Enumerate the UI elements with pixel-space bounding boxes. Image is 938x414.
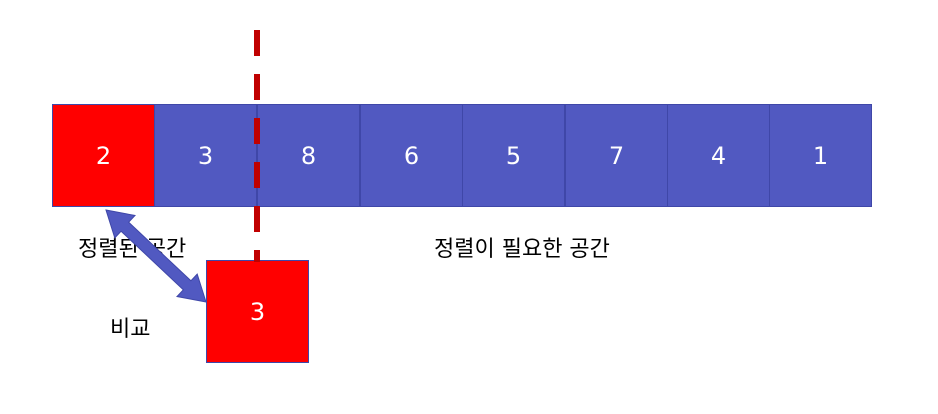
array-cell-5: 7: [565, 104, 668, 207]
key-element-box: 3: [206, 260, 309, 363]
array-cell-0: 2: [52, 104, 155, 207]
array-cell-4: 5: [462, 104, 565, 207]
unsorted-region-label: 정렬이 필요한 공간: [434, 237, 610, 262]
array-cell-2: 8: [257, 104, 360, 207]
sorted-region-label: 정렬된 공간: [78, 237, 187, 262]
compare-label: 비교: [110, 317, 151, 342]
array-cell-1: 3: [154, 104, 257, 207]
array-cell-7: 1: [769, 104, 872, 207]
array-cell-6: 4: [667, 104, 770, 207]
array-cell-3: 6: [360, 104, 463, 207]
